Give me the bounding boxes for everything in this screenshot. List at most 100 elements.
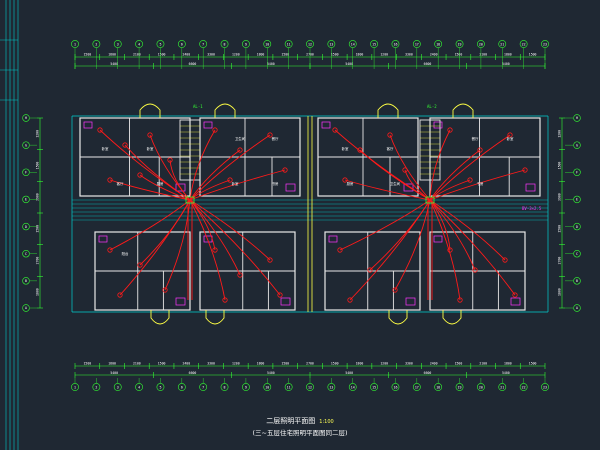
axis-bubble — [306, 40, 314, 48]
fixture-cabinet — [525, 183, 536, 192]
axis-bubble — [199, 383, 208, 391]
axis-bubble — [477, 40, 485, 48]
axis-bubble — [22, 114, 30, 122]
axis-label: 15 — [372, 42, 376, 46]
room-label: 餐厅 — [272, 136, 279, 141]
axis-label: 15 — [372, 385, 376, 389]
dimension-value: 1800 — [257, 362, 265, 366]
cable-note: BV-3×2.5 — [522, 206, 542, 211]
dimension-value: 1200 — [36, 130, 40, 138]
axis-label: 8 — [224, 385, 226, 389]
axis-bubble — [412, 40, 421, 48]
axis-label: A — [576, 306, 578, 310]
axis-label: 3 — [117, 42, 119, 46]
dimension-value: 2400 — [430, 53, 438, 57]
axis-label: 22 — [522, 385, 526, 389]
overall-dimension-value: 5400 — [502, 62, 510, 66]
room-label: 卧室 — [147, 146, 154, 151]
overall-dimension-value: 6600 — [424, 62, 432, 66]
dimension-value: 1500 — [158, 53, 166, 57]
room-label: 书房 — [477, 181, 484, 186]
light-fixture — [212, 247, 218, 253]
axis-label: 8 — [224, 42, 226, 46]
light-fixture — [477, 147, 483, 153]
wire-run — [189, 199, 241, 276]
light-fixture — [457, 297, 463, 303]
axis-label: 19 — [458, 42, 462, 46]
axis-bubble — [498, 383, 507, 391]
distribution-panel — [185, 196, 195, 204]
axis-bubble — [92, 383, 101, 391]
axis-bubble — [455, 383, 464, 391]
room-labels: 卧室卧室客厅厨房卫生间餐厅卧室书房阳台卧室客厅厨房卫生间餐厅卧室书房 — [102, 136, 514, 256]
dimension-value: 2700 — [306, 362, 314, 366]
axis-label: D — [25, 225, 27, 229]
fixture-cabinet — [405, 297, 416, 306]
axis-label: A — [25, 306, 27, 310]
axis-bubble — [573, 114, 581, 122]
wire-run — [189, 134, 271, 201]
room-label: 卧室 — [507, 136, 514, 141]
light-fixture — [117, 292, 123, 298]
wire-run — [139, 174, 191, 201]
axis-label: 5 — [159, 42, 161, 46]
room-label: 卧室 — [232, 181, 239, 186]
fixture-cabinet — [328, 235, 338, 243]
light-fixture — [107, 177, 113, 183]
dimension-value: 1500 — [529, 362, 537, 366]
wire-run — [429, 199, 461, 301]
light-fixture — [467, 177, 473, 183]
axis-label: 20 — [479, 385, 483, 389]
axis-label: 23 — [543, 42, 547, 46]
dimension-value: 2400 — [182, 362, 190, 366]
axis-bubble — [177, 383, 186, 391]
axis-label: H — [25, 116, 27, 120]
dimension-value: 3300 — [405, 53, 413, 57]
dimension-value: 1200 — [380, 53, 388, 57]
dimension-value: 1500 — [455, 362, 463, 366]
dimension-value: 1800 — [36, 288, 40, 296]
axis-label: 1 — [74, 42, 76, 46]
fixture-cabinet — [175, 183, 186, 192]
room-label: 卫生间 — [390, 181, 401, 186]
axis-bubble — [327, 383, 336, 391]
axis-bubble — [370, 383, 378, 391]
dimension-value: 1500 — [281, 362, 289, 366]
light-fixture — [237, 272, 243, 278]
bay-window — [388, 310, 408, 325]
fixture-cabinet — [280, 297, 291, 306]
light-fixture — [332, 127, 338, 133]
axis-label: C — [25, 252, 27, 256]
dimension-value: 1500 — [331, 362, 339, 366]
axis-bubble — [370, 40, 378, 48]
wire-run — [164, 199, 191, 291]
axis-bubble — [22, 141, 30, 149]
axis-bubble — [22, 195, 30, 204]
light-fixture — [357, 147, 363, 153]
drawing-subtitle: (三~五层住宅照明平面图同二层) — [252, 429, 348, 437]
wire-run — [109, 179, 191, 201]
dimension-value: 1500 — [558, 162, 562, 170]
axis-bubble — [71, 40, 79, 48]
axis-bubble — [573, 277, 581, 285]
room-label: 厨房 — [347, 181, 354, 186]
axis-label: B — [25, 279, 27, 283]
axis-bubble — [541, 40, 549, 48]
light-fixture — [447, 127, 453, 133]
dimension-value: 1200 — [558, 130, 562, 138]
axis-label: 18 — [436, 385, 440, 389]
wire-run — [349, 199, 431, 301]
axis-bubble — [92, 40, 101, 48]
overall-dimension-value: 6600 — [189, 62, 197, 66]
axis-bubble — [22, 304, 30, 312]
wire-run — [429, 199, 506, 261]
light-fixture — [342, 177, 348, 183]
bay-window — [150, 310, 170, 325]
room-label: 餐厅 — [472, 136, 479, 141]
dimension-value: 1500 — [84, 53, 92, 57]
bay-window — [452, 103, 474, 118]
light-fixture — [97, 127, 103, 133]
light-fixture — [137, 172, 143, 178]
dimension-value: 3900 — [36, 193, 40, 201]
